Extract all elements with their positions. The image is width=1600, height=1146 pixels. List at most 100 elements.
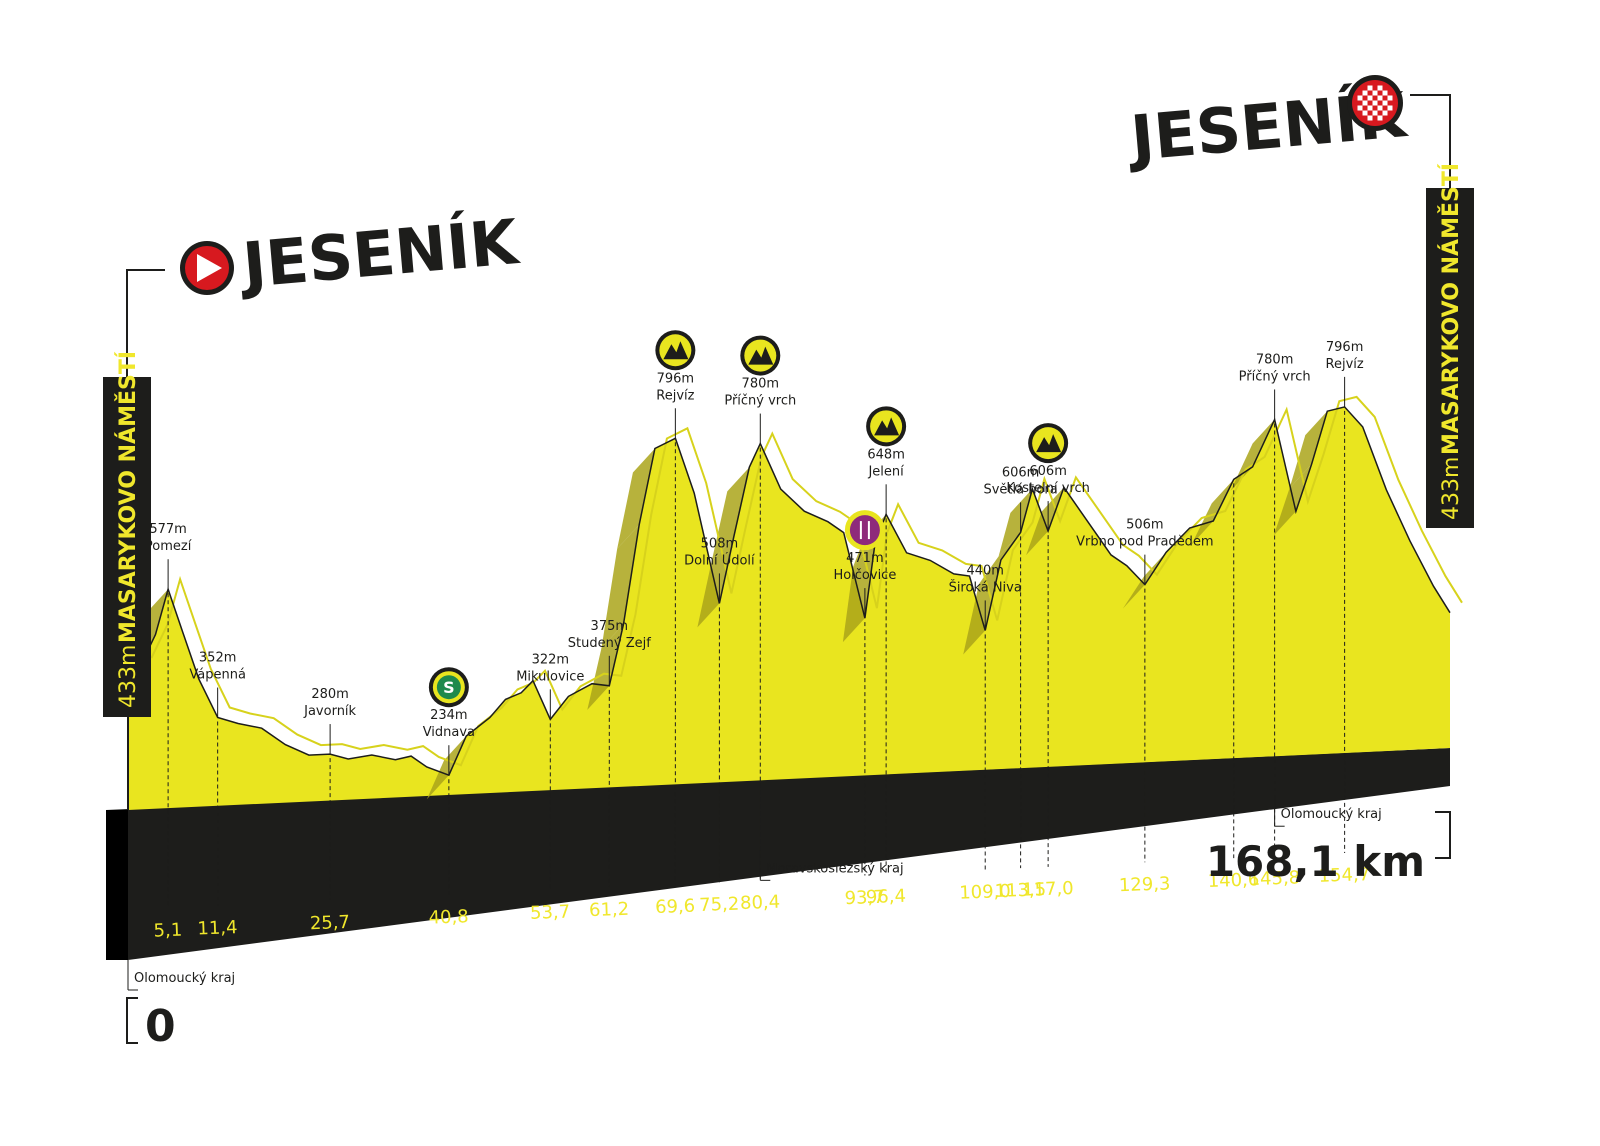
point-altitude: 796m xyxy=(657,371,694,386)
mountain-icon xyxy=(655,330,696,371)
region-name: Olomoucký kraj xyxy=(134,971,235,986)
point-altitude: 606m xyxy=(1002,465,1039,480)
point-km-label: 93,7 xyxy=(844,887,885,909)
point-name: Vrbno pod Pradědem xyxy=(1076,535,1214,550)
base-strip xyxy=(106,748,1450,960)
point-name: Javorník xyxy=(303,704,356,719)
point-name: Mikulovice xyxy=(516,669,584,684)
point-name: Jelení xyxy=(867,464,904,479)
point-name: Příčný vrch xyxy=(724,394,796,409)
point-km-label: 140,6 xyxy=(1207,869,1259,892)
point-altitude: 796m xyxy=(1326,340,1363,355)
region-marker: Olomoucký kraj xyxy=(127,960,235,991)
point-altitude: 352m xyxy=(199,651,236,666)
sprint-icon: S xyxy=(428,667,469,708)
climb-shade xyxy=(998,488,1033,557)
start-altitude: 433m xyxy=(116,645,141,708)
point-name: Studený Zejf xyxy=(568,636,651,651)
point-name: Široká Niva xyxy=(949,579,1022,595)
mountain-icon xyxy=(740,335,781,376)
point-km-label: 53,7 xyxy=(530,902,571,924)
region-marker: Olomoucký kraj xyxy=(1274,796,1382,827)
point-altitude: 506m xyxy=(1126,518,1163,533)
point-km-label: 154,7 xyxy=(1318,864,1370,887)
start-km: 0 xyxy=(145,1001,176,1052)
climb-shade xyxy=(978,532,1021,585)
point-altitude: 471m xyxy=(846,551,883,566)
point-km-label: 145,8 xyxy=(1248,867,1300,890)
distance-labels: 0 168,1 km xyxy=(126,811,1451,1052)
climb-shade xyxy=(711,467,750,562)
mountain-icon xyxy=(866,406,907,447)
point-altitude: 780m xyxy=(1256,352,1293,367)
climb-shade xyxy=(587,624,624,710)
finish-bracket xyxy=(1410,94,1451,190)
start-icon xyxy=(180,241,234,295)
mountain-icon xyxy=(1028,423,1069,464)
climb-shade xyxy=(601,524,640,649)
point-km-label: 129,3 xyxy=(1119,873,1171,896)
feed-zone-icon xyxy=(844,510,885,551)
region-marker: Moravskoslezský kraj xyxy=(759,850,904,881)
base-side xyxy=(106,810,128,960)
profile-ridge-back xyxy=(139,395,1463,767)
route-point: 140,6 xyxy=(1207,483,1260,892)
start-place-box xyxy=(103,377,151,717)
point-km-label: 117,0 xyxy=(1022,878,1074,901)
point-name: Rejvíz xyxy=(1326,357,1364,372)
finish-place-box xyxy=(1426,188,1474,528)
profile-line xyxy=(127,406,1451,777)
sprint-letter: S xyxy=(443,678,455,697)
point-name: Holčovice xyxy=(833,568,896,583)
climb-shade xyxy=(963,560,1001,655)
climb-shade xyxy=(1289,411,1328,489)
point-km-label: 25,7 xyxy=(310,912,351,934)
profile-area xyxy=(128,406,1450,810)
point-name: Vápenná xyxy=(189,668,246,683)
finish-flag-icon xyxy=(1347,75,1403,131)
point-km-label: 69,6 xyxy=(655,896,696,918)
point-km-label: 96,4 xyxy=(866,886,907,908)
point-km-label: 5,1 xyxy=(153,920,182,942)
finish-km: 168,1 km xyxy=(1206,837,1425,886)
start-bracket xyxy=(126,269,165,380)
point-altitude: 577m xyxy=(149,522,186,537)
finish-place: MASARYKOVO NÁMĚSTÍ xyxy=(1438,163,1464,455)
point-name: Dolní Údolí xyxy=(684,552,755,568)
finish-km-bracket xyxy=(1435,811,1451,859)
point-name: Vidnava xyxy=(423,725,475,740)
start-place: MASARYKOVO NÁMĚSTÍ xyxy=(115,351,141,643)
region-name: Olomoucký kraj xyxy=(1281,807,1382,822)
point-altitude: 280m xyxy=(311,687,348,702)
point-km-label: 61,2 xyxy=(589,899,630,921)
finish-altitude: 433m xyxy=(1439,457,1464,520)
point-altitude: 780m xyxy=(742,377,779,392)
climb-shade xyxy=(426,736,467,800)
climb-shade xyxy=(1230,419,1275,491)
elevation-profile xyxy=(117,395,1463,810)
point-name: Pomezí xyxy=(145,539,192,554)
start-city: JESENÍK xyxy=(236,205,523,302)
start-km-bracket xyxy=(126,997,138,1044)
point-altitude: 440m xyxy=(966,563,1003,578)
base-band xyxy=(106,748,1450,960)
point-km-label: 40,8 xyxy=(428,906,469,928)
climb-shade xyxy=(1191,479,1234,546)
point-km-label: 109,0 xyxy=(959,881,1011,904)
